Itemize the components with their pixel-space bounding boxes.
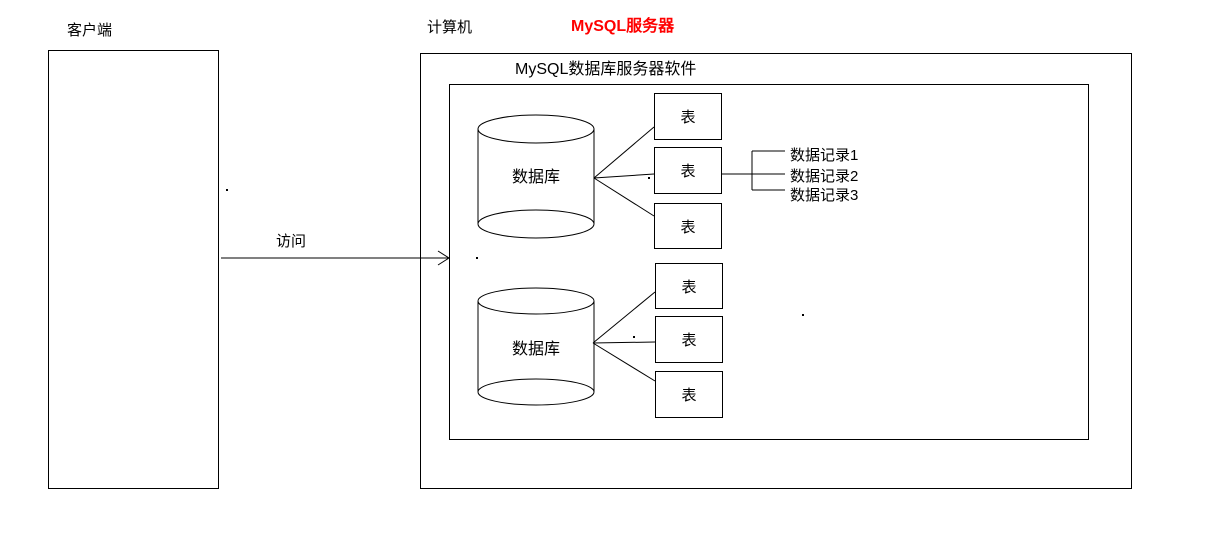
database-label-top: 数据库 bbox=[511, 169, 560, 186]
database-cylinder-bottom bbox=[477, 287, 595, 406]
table-record-links bbox=[722, 150, 785, 191]
bottom-database-table-links bbox=[592, 291, 656, 382]
client-box bbox=[48, 50, 219, 489]
software-label: MySQL数据库服务器软件 bbox=[515, 61, 697, 78]
table-box-2: 表 bbox=[654, 147, 722, 194]
software-box bbox=[449, 84, 1089, 440]
record-label-1: 数据记录1 bbox=[790, 147, 859, 164]
access-label: 访问 bbox=[276, 233, 307, 250]
table-box-3: 表 bbox=[654, 203, 722, 249]
computer-box bbox=[420, 53, 1132, 489]
table-box-6: 表 bbox=[655, 371, 723, 418]
client-label: 客户端 bbox=[67, 22, 113, 39]
database-label-bottom: 数据库 bbox=[511, 341, 560, 358]
table-box-4: 表 bbox=[655, 263, 723, 309]
mysql-server-title: MySQL服务器 bbox=[571, 18, 675, 35]
table-box-1: 表 bbox=[654, 93, 722, 140]
top-database-table-links bbox=[593, 126, 655, 217]
computer-label: 计算机 bbox=[427, 19, 473, 36]
record-label-3: 数据记录3 bbox=[790, 187, 859, 204]
record-label-2: 数据记录2 bbox=[790, 168, 859, 185]
database-cylinder-top bbox=[477, 114, 595, 239]
table-box-5: 表 bbox=[655, 316, 723, 363]
access-arrow bbox=[221, 250, 450, 266]
